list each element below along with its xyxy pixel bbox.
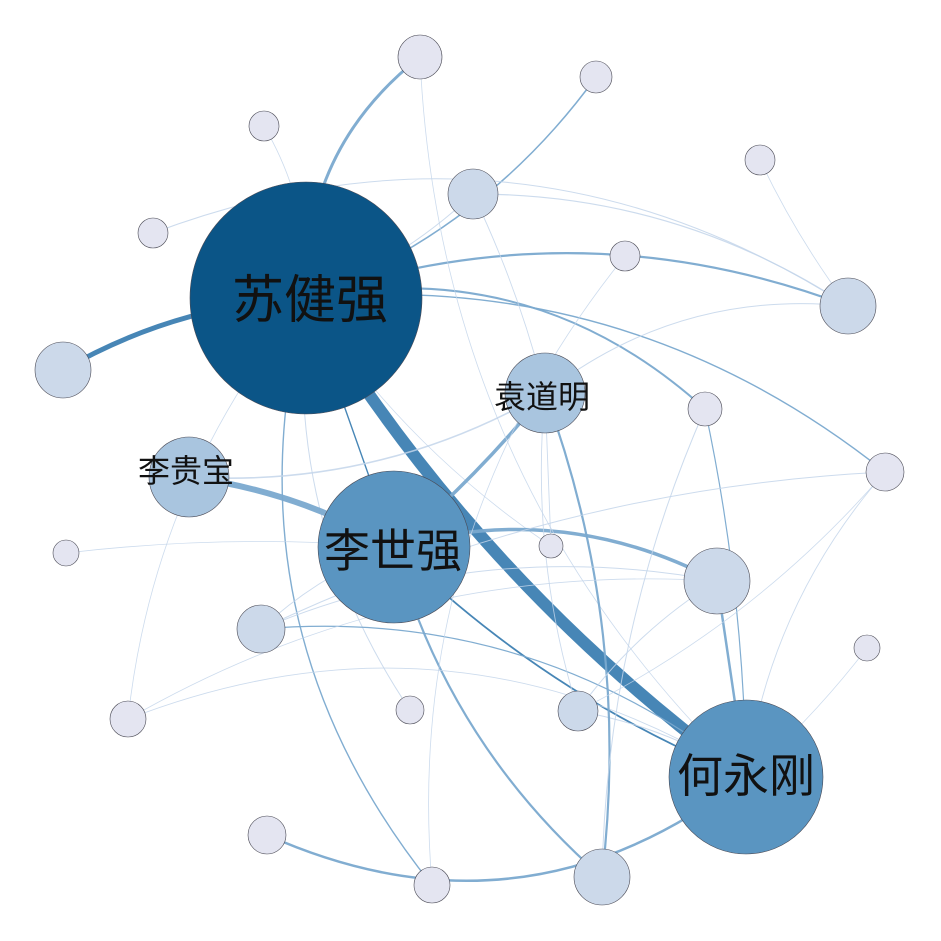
node-label-yuan-daoming: 袁道明 bbox=[494, 378, 590, 416]
edge-n3-p17 bbox=[127, 667, 747, 778]
node-p10 bbox=[687, 391, 723, 427]
node-p11 bbox=[865, 452, 905, 492]
node-p21 bbox=[413, 866, 451, 904]
node-p20 bbox=[247, 815, 287, 855]
edge-p15-p14 bbox=[260, 566, 718, 630]
node-p6 bbox=[137, 217, 169, 249]
node-p17 bbox=[109, 700, 147, 738]
node-label-he-yonggang: 何永刚 bbox=[677, 749, 815, 803]
node-p2 bbox=[579, 60, 613, 94]
node-p1 bbox=[397, 34, 443, 80]
node-n4 bbox=[504, 352, 586, 434]
node-p3 bbox=[248, 110, 280, 142]
node-p16 bbox=[853, 634, 881, 662]
node-p8 bbox=[819, 277, 877, 335]
node-p13 bbox=[538, 533, 564, 559]
node-p5 bbox=[447, 168, 499, 220]
node-n3 bbox=[668, 699, 824, 855]
node-n2 bbox=[317, 470, 471, 624]
node-label-li-guibao: 李贵宝 bbox=[138, 452, 234, 490]
node-label-su-jianqiang: 苏健强 bbox=[232, 271, 388, 331]
node-label-li-shiqiang: 李世强 bbox=[324, 524, 462, 578]
node-p4 bbox=[744, 144, 776, 176]
node-layer bbox=[34, 34, 905, 906]
node-p9 bbox=[34, 341, 92, 399]
node-n1 bbox=[189, 181, 423, 415]
edge-p5-p8 bbox=[472, 193, 849, 307]
label-layer: 苏健强 李世强 何永刚 袁道明 李贵宝 bbox=[138, 271, 815, 803]
node-p14 bbox=[683, 547, 751, 615]
node-p7 bbox=[609, 240, 641, 272]
node-n5 bbox=[148, 436, 230, 518]
node-p15 bbox=[236, 604, 286, 654]
node-p18 bbox=[395, 695, 425, 725]
edge-n4-p22 bbox=[543, 391, 611, 879]
edge-p22-p10 bbox=[601, 408, 706, 878]
edge-n4-n5 bbox=[188, 392, 546, 480]
node-p19 bbox=[557, 690, 599, 732]
node-p22 bbox=[573, 848, 631, 906]
edge-p19-p11 bbox=[577, 471, 886, 712]
edge-n3-p1 bbox=[419, 56, 747, 778]
node-p12 bbox=[52, 539, 80, 567]
edge-n4-p8 bbox=[544, 303, 849, 394]
